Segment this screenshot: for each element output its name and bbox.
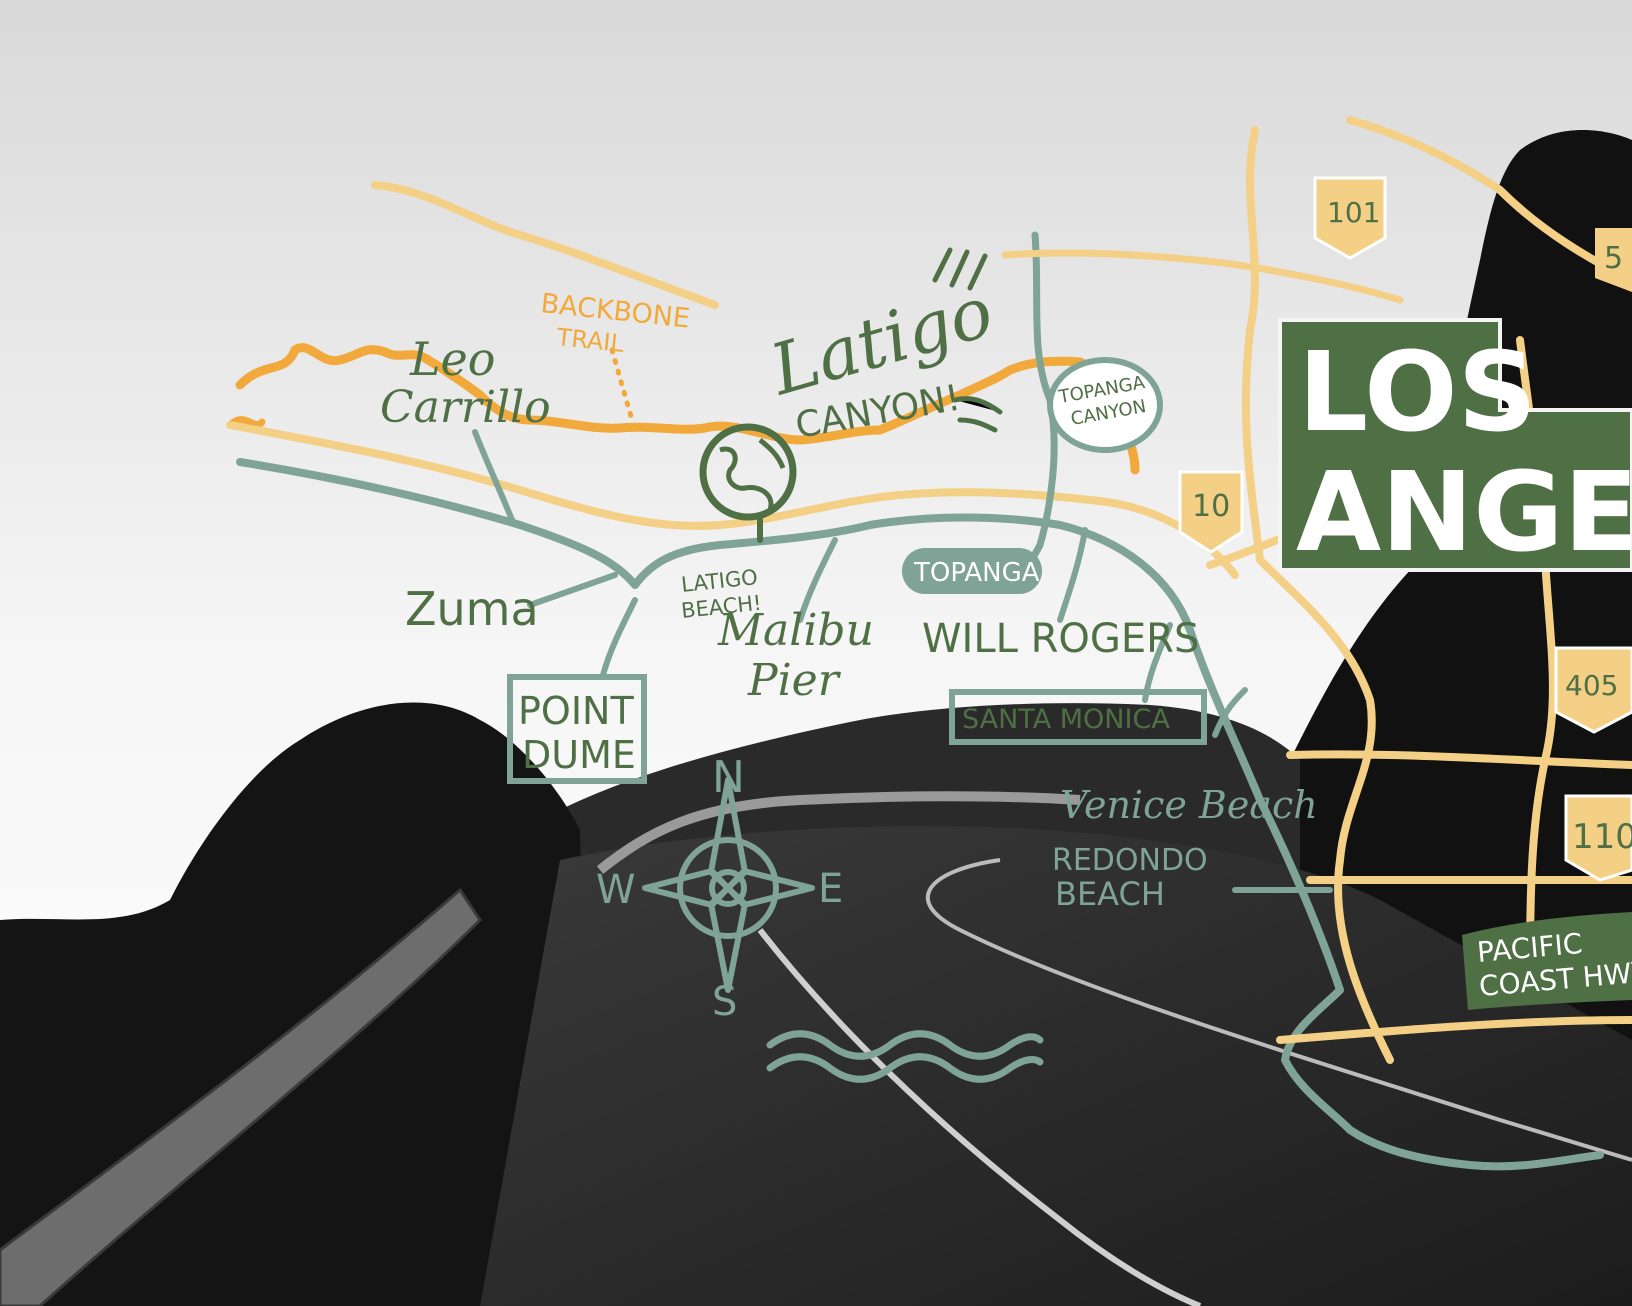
compass-n: N: [712, 752, 745, 803]
highway-shield-10: 10: [1178, 470, 1244, 554]
santa-monica-label: SANTA MONICA: [962, 704, 1170, 735]
los-angeles-label-line2: ANGELES: [1296, 448, 1632, 576]
mulholland-road-line: [371, 181, 719, 309]
los-angeles-sign: LOS ANGELES: [1278, 318, 1632, 576]
leo-carrillo-label-line1: Leo: [409, 332, 495, 386]
compass-s: S: [712, 979, 737, 1025]
la-road-grid: [1206, 116, 1632, 1064]
connector-zuma: [527, 572, 618, 608]
will-rogers-label: WILL ROGERS: [922, 616, 1199, 662]
latigo-sparkle-icon: [932, 247, 1003, 433]
connector-leo-carrillo: [472, 429, 515, 523]
connector-point-dume: [600, 597, 638, 678]
topanga-label: TOPANGA: [913, 558, 1040, 588]
road-lane-line: [757, 928, 1202, 1306]
highway-110-label: 110: [1572, 817, 1632, 857]
zuma-label: Zuma: [405, 582, 539, 636]
map-lines: [226, 116, 1632, 1171]
malibu-pier-label-line1: Malibu: [717, 605, 874, 656]
highway-5-label: 5: [1604, 241, 1623, 276]
malibu-pier-label-line2: Pier: [747, 655, 842, 706]
topanga-pill: TOPANGA: [902, 548, 1042, 594]
highway-101-label: 101: [1327, 196, 1380, 229]
point-dume-label-line1: POINT: [518, 689, 634, 733]
compass-w: W: [596, 867, 636, 913]
leo-carrillo-label-line2: Carrillo: [380, 382, 551, 433]
coastline: [236, 458, 1604, 1171]
coast-road-cream: [226, 421, 1239, 579]
compass-rose-icon: [642, 777, 815, 993]
redondo-beach-label-line1: REDONDO: [1052, 843, 1208, 878]
backbone-trail-pointer: [609, 347, 635, 423]
stone-wall: [0, 887, 482, 1306]
point-dume-label-line2: DUME: [522, 733, 636, 777]
guardrail: [596, 791, 1081, 874]
globe-icon: [699, 423, 797, 521]
connector-venice: [1212, 687, 1248, 738]
highway-shield-405: 405: [1554, 646, 1632, 734]
road-edge-line: [925, 858, 1632, 1162]
highway-shield-101: 101: [1313, 176, 1387, 260]
backbone-trail-line: [235, 343, 1140, 475]
redondo-beach-label-line2: BEACH: [1055, 875, 1165, 913]
highway-405-label: 405: [1565, 669, 1618, 702]
highway-shield-110: 110: [1564, 794, 1632, 882]
canyon-road-line: [1001, 249, 1404, 304]
connector-will-rogers: [1057, 527, 1088, 623]
highway-10-label: 10: [1192, 489, 1230, 524]
pch-sign: PACIFIC COAST HWY: [1462, 912, 1632, 1010]
los-angeles-label-line1: LOS: [1298, 328, 1537, 456]
point-dume-box: POINT DUME: [507, 674, 647, 784]
highway-shield-5: 5: [1595, 228, 1632, 292]
venice-beach-label: Venice Beach: [1060, 783, 1318, 827]
santa-monica-box: SANTA MONICA: [949, 689, 1207, 745]
wave-icon: [766, 1030, 1044, 1083]
connector-malibu: [797, 537, 838, 623]
compass-e: E: [818, 866, 843, 912]
topanga-canyon-bubble: TOPANGA CANYON: [1047, 357, 1163, 453]
